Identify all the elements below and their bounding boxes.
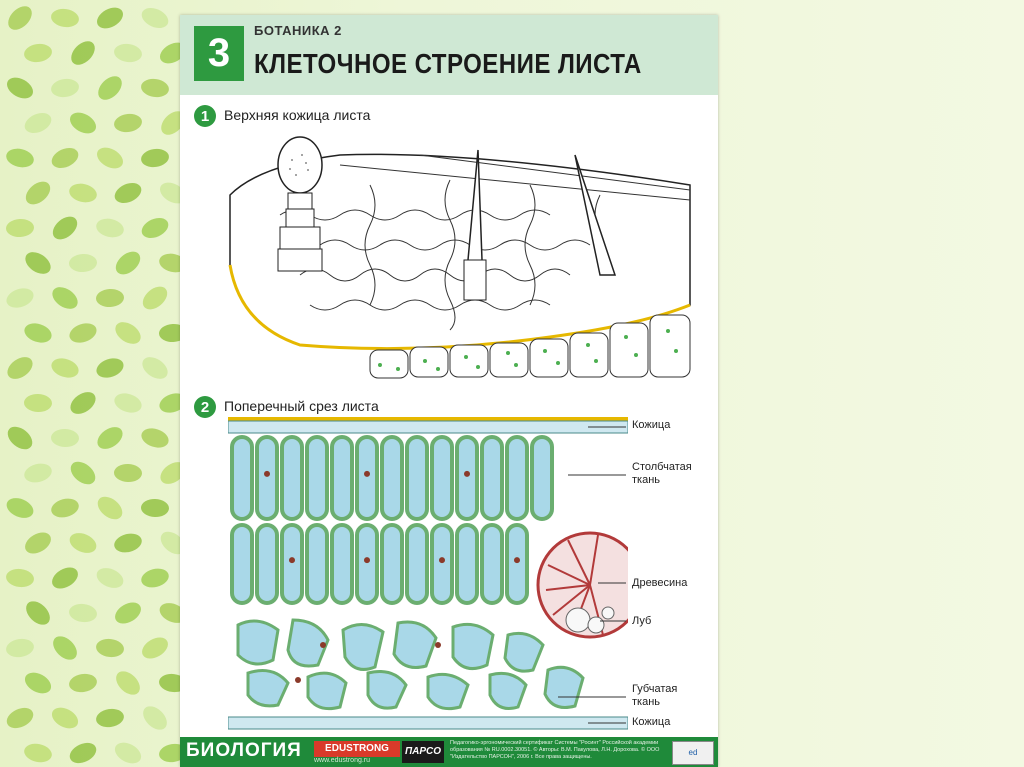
footer-badge-icon: ed: [672, 741, 714, 765]
section-2-number: 2: [194, 396, 216, 418]
brand-url: www.edustrong.ru: [314, 757, 371, 764]
decorative-leaf-pattern: [6, 6, 180, 764]
poster-number: 3: [194, 26, 244, 81]
label-epidermis-top: Кожица: [632, 419, 671, 431]
series-label: БОТАНИКА 2: [254, 23, 342, 38]
footer-fine-print: Педагогико-эргономический сертификат Сис…: [450, 740, 660, 760]
page-title: КЛЕТОЧНОЕ СТРОЕНИЕ ЛИСТА: [254, 48, 642, 79]
footer-subject: БИОЛОГИЯ: [186, 740, 302, 761]
section-1-number: 1: [194, 105, 216, 127]
label-epidermis-bottom: Кожица: [632, 716, 671, 728]
upper-epidermis-diagram: [228, 136, 691, 379]
section-1-title: Верхняя кожица листа: [224, 107, 371, 123]
label-xylem: Древесина: [632, 577, 688, 589]
brand-logo: EDUSTRONG: [314, 741, 400, 757]
section-2-title: Поперечный срез листа: [224, 398, 379, 414]
label-palisade-tissue: Столбчатая ткань: [632, 461, 692, 486]
publisher-logo: ПАРСО: [402, 741, 444, 763]
poster-header: 3 БОТАНИКА 2 КЛЕТОЧНОЕ СТРОЕНИЕ ЛИСТА: [180, 15, 718, 95]
leaf-cross-section-diagram: [228, 417, 628, 730]
label-phloem: Луб: [632, 615, 652, 627]
label-spongy-tissue: Губчатая ткань: [632, 683, 678, 708]
poster-footer: БИОЛОГИЯ EDUSTRONG www.edustrong.ru ПАРС…: [180, 737, 718, 767]
poster: 3 БОТАНИКА 2 КЛЕТОЧНОЕ СТРОЕНИЕ ЛИСТА 1 …: [180, 15, 718, 767]
